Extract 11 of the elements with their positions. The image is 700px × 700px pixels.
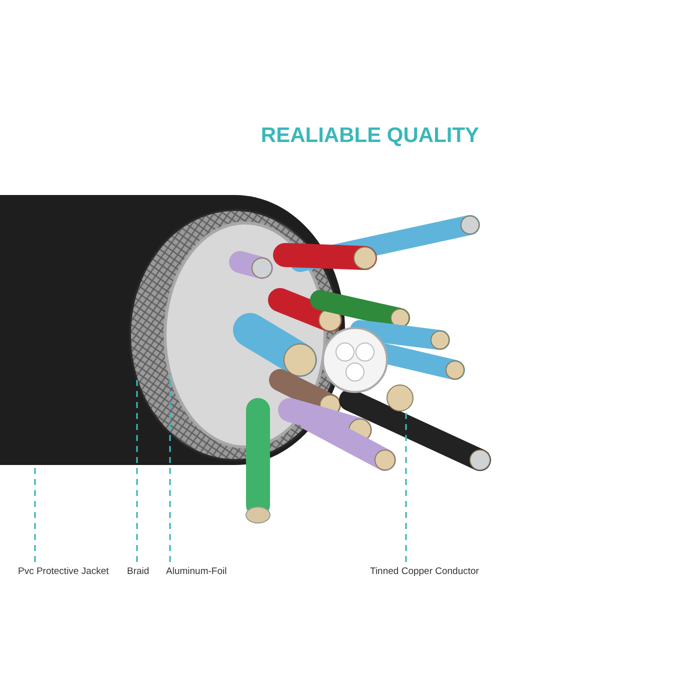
- leader-line: [34, 465, 36, 562]
- part-label: Braid: [127, 566, 150, 577]
- aluminum-foil: [164, 222, 326, 448]
- tinned-copper-strand: [386, 384, 414, 412]
- leader-line: [136, 380, 138, 562]
- part-label: Tinned Copper Conductor: [370, 566, 479, 577]
- title: REALIABLE QUALITY: [260, 124, 480, 148]
- leader-line: [405, 411, 407, 562]
- braid: [129, 209, 341, 461]
- part-label: Pvc Protective Jacket: [18, 566, 109, 577]
- part-label: Aluminum-Foil: [166, 566, 227, 577]
